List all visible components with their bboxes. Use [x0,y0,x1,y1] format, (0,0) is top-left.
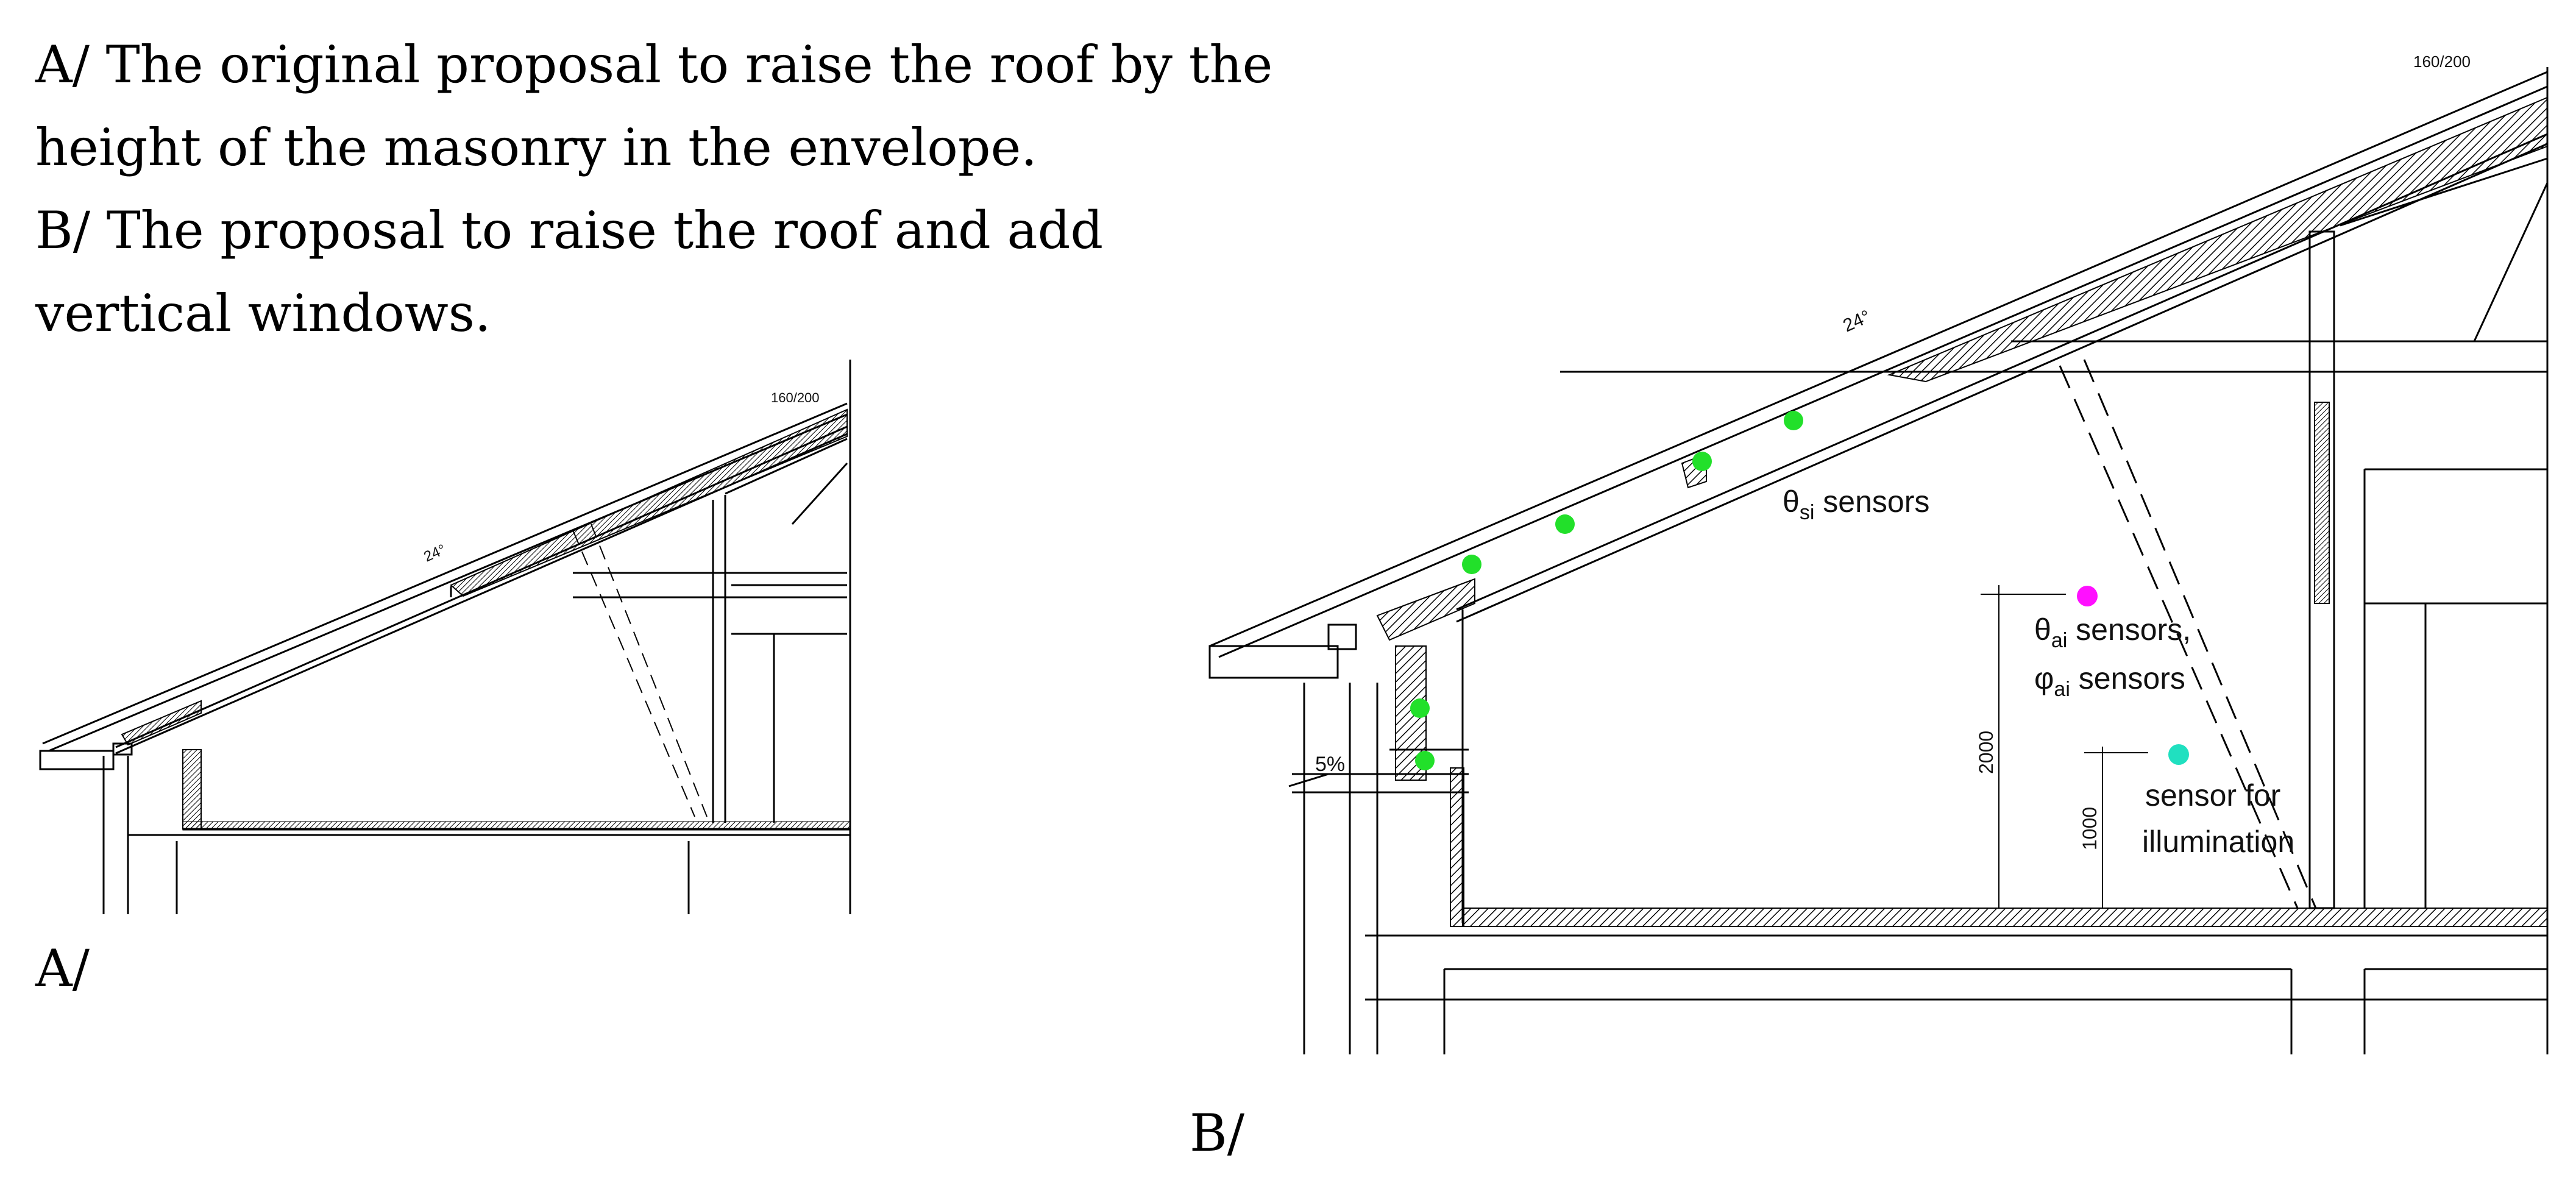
surface-sensor-dot [1410,698,1430,718]
theta-ai-label: θai sensors, [2034,613,2191,652]
panel-b-eave-wall [1208,609,1469,1054]
surface-sensor-dot [1415,751,1435,770]
panel-a-label: A/ [35,939,90,998]
panel-a-frame [572,360,851,914]
surface-sensor-markers [1410,411,1803,770]
panel-b-dimension-label: 160/200 [2413,52,2471,71]
panel-a-drawing [39,360,851,914]
air-sensor-dot [2077,586,2098,606]
panel-a-roof [42,402,848,755]
surface-sensor-dot [1784,411,1803,430]
panel-b-drawing [1208,67,2549,1054]
surface-sensor-dot [1555,514,1575,534]
illumination-label-line-2: illumination [2142,825,2294,859]
theta-si-label: θsi sensors [1783,485,1929,524]
phi-ai-label: φai sensors [2034,661,2185,701]
surface-sensor-dot [1692,452,1712,471]
panel-b-angle-label: 24° [1840,307,1873,336]
illumination-sensor-dot [2168,744,2189,765]
height-2000-label: 2000 [1975,731,1997,774]
panel-b-slope-label: 5% [1315,753,1345,776]
caption-line-1: A/ The original proposal to raise the ro… [35,35,1273,94]
caption-line-2: height of the masonry in the envelope. [35,118,1037,177]
panel-a-eave-wall [39,742,851,914]
panel-b-label: B/ [1190,1103,1245,1163]
illumination-label-line-1: sensor for [2145,778,2280,812]
panel-a-dimension-label: 160/200 [771,390,820,405]
caption-line-3: B/ The proposal to raise the roof and ad… [35,201,1104,260]
panel-a-angle-label: 24° [421,541,448,565]
surface-sensor-dot [1462,555,1481,574]
panel-b-dimensions [1981,585,2148,908]
panel-b-floor [1365,908,2548,1054]
panel-b-roof [1209,71,2548,658]
figure-caption: A/ The original proposal to raise the ro… [35,23,1273,355]
height-1000-label: 1000 [2079,807,2101,850]
panel-b-frame [1288,67,2549,1054]
caption-line-4: vertical windows. [35,283,491,343]
